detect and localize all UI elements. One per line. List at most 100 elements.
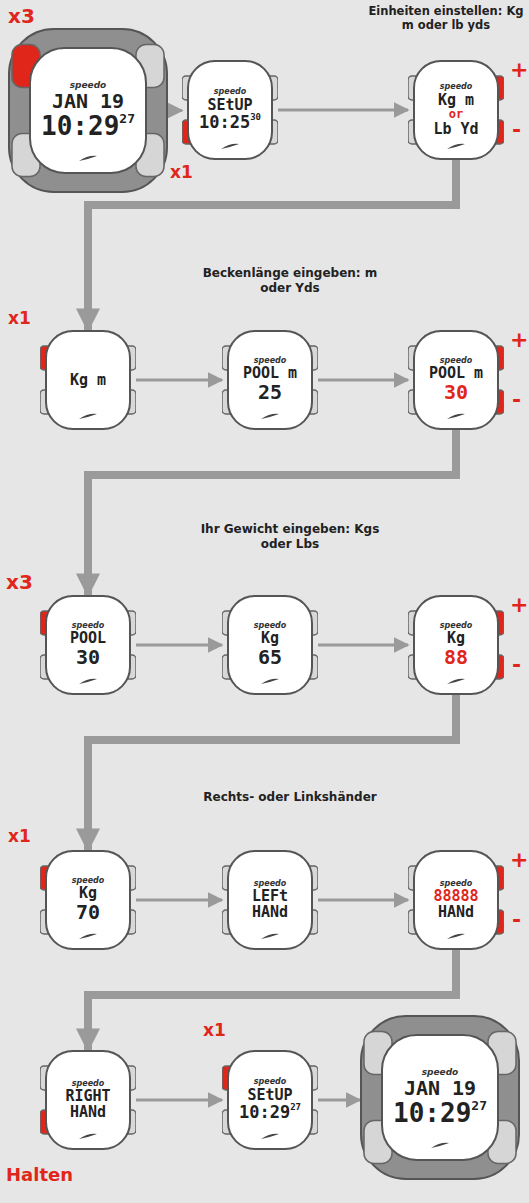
lcd-row: speedo xyxy=(72,622,105,631)
lcd-row: speedo xyxy=(440,622,473,631)
step-arrow xyxy=(136,644,222,647)
lcd-row: 65 xyxy=(258,647,282,669)
lcd-display: speedoJAN 1910:2927 xyxy=(8,28,168,193)
button-sign: - xyxy=(512,386,521,414)
lcd-text: RIGHT xyxy=(65,1088,110,1104)
lcd-text: POOL m xyxy=(429,365,483,381)
brand-logo xyxy=(221,144,239,149)
lcd-text: SEtUP xyxy=(207,97,252,113)
lcd-row: 25 xyxy=(258,382,282,404)
brand-logo xyxy=(447,679,465,684)
lcd-text: 27 xyxy=(471,1099,487,1113)
lcd-text: Kg m xyxy=(70,372,106,388)
lcd-text: 10:25 xyxy=(199,113,250,131)
brand-text: speedo xyxy=(440,880,473,889)
lcd-row: 88 xyxy=(444,647,468,669)
lcd-text: LEFt xyxy=(252,888,288,904)
step-arrow xyxy=(318,644,408,647)
lcd-text: Lb Yd xyxy=(433,121,478,137)
watch-face: speedoSEtUP10:2927 xyxy=(222,1050,318,1150)
lcd-display: speedoPOOL m25 xyxy=(222,330,318,430)
button-sign: + xyxy=(510,846,528,874)
step-heading: Rechts- oder Linkshänder xyxy=(150,790,430,805)
watch-body xyxy=(46,851,130,949)
lcd-text: Kg m xyxy=(438,92,474,108)
brand-text: speedo xyxy=(440,83,473,92)
brand-logo xyxy=(261,1134,279,1139)
lcd-row: POOL m xyxy=(243,365,297,381)
watch-body xyxy=(414,596,498,694)
watch-face: speedoPOOL30 xyxy=(40,595,136,695)
lcd-display: speedoKg morLb Yd xyxy=(408,60,504,160)
brand-text: speedo xyxy=(254,622,287,631)
hold-note: Halten xyxy=(6,1164,73,1187)
lcd-row: 10:2530 xyxy=(199,113,261,131)
lcd-row: Kg xyxy=(261,630,279,646)
watch-glass xyxy=(382,1035,498,1160)
watch-face: speedoJAN 1910:2927 xyxy=(8,28,168,193)
lcd-row: speedo xyxy=(254,1078,287,1087)
lcd-row: speedo xyxy=(70,81,107,91)
brand-logo xyxy=(79,934,97,939)
lcd-row: 10:2927 xyxy=(41,112,135,140)
lcd-row: speedo xyxy=(214,88,247,97)
press-count: x1 xyxy=(203,1020,226,1041)
press-count: x1 xyxy=(8,308,31,329)
step-arrow xyxy=(88,695,456,850)
lcd-text: Kg xyxy=(447,630,465,646)
brand-text: speedo xyxy=(254,357,287,366)
watch-face: speedoLEFtHANd xyxy=(222,850,318,950)
brand-logo xyxy=(79,414,97,419)
watch-glass xyxy=(30,48,146,173)
button-sign: - xyxy=(512,116,521,144)
brand-logo xyxy=(79,1134,97,1139)
brand-text: speedo xyxy=(72,877,105,886)
brand-logo xyxy=(261,679,279,684)
lcd-row: POOL xyxy=(70,630,106,646)
button-sign: - xyxy=(512,651,521,679)
watch-face: speedoSEtUP10:2530 xyxy=(182,60,278,160)
lcd-display: speedoSEtUP10:2927 xyxy=(222,1050,318,1150)
lcd-row: 30 xyxy=(444,382,468,404)
lcd-row: LEFt xyxy=(252,888,288,904)
lcd-row: speedo xyxy=(72,877,105,886)
lcd-row: SEtUP xyxy=(207,97,252,113)
brand-logo xyxy=(431,1143,449,1148)
lcd-display: speedoKg65 xyxy=(222,595,318,695)
watch-body xyxy=(46,596,130,694)
brand-text: speedo xyxy=(70,81,107,91)
lcd-row: 70 xyxy=(76,902,100,924)
lcd-display: speedoSEtUP10:2530 xyxy=(182,60,278,160)
watch-face: speedoKg65 xyxy=(222,595,318,695)
watch-face: Kg m xyxy=(40,330,136,430)
watch-face: speedoRIGHTHANd xyxy=(40,1050,136,1150)
watch-body xyxy=(414,61,498,159)
step-arrow xyxy=(278,109,408,112)
brand-text: speedo xyxy=(72,1080,105,1089)
lcd-row: speedo xyxy=(254,622,287,631)
lcd-text: JAN 19 xyxy=(52,91,124,113)
button-sign: - xyxy=(512,906,521,934)
brand-text: speedo xyxy=(254,880,287,889)
lcd-row: RIGHT xyxy=(65,1088,110,1104)
lcd-row: Lb Yd xyxy=(433,121,478,137)
lcd-text: HANd xyxy=(70,1104,106,1120)
step-heading: Beckenlänge eingeben: m oder Yds xyxy=(195,266,385,296)
lcd-row: HANd xyxy=(252,904,288,920)
button-sign: + xyxy=(510,56,528,84)
lcd-text: 88 xyxy=(444,647,468,669)
lcd-row: speedo xyxy=(422,1068,459,1078)
lcd-text: 27 xyxy=(290,1103,301,1113)
watch-case xyxy=(9,29,167,192)
lcd-row: speedo xyxy=(440,880,473,889)
brand-logo xyxy=(261,934,279,939)
step-arrow xyxy=(136,899,222,902)
brand-logo xyxy=(447,934,465,939)
lcd-text: 70 xyxy=(76,902,100,924)
brand-text: speedo xyxy=(422,1068,459,1078)
lcd-text: 88888 xyxy=(433,888,478,904)
lcd-row: Kg m xyxy=(70,372,106,388)
watch-body xyxy=(188,61,272,159)
lcd-display: Kg m xyxy=(40,330,136,430)
